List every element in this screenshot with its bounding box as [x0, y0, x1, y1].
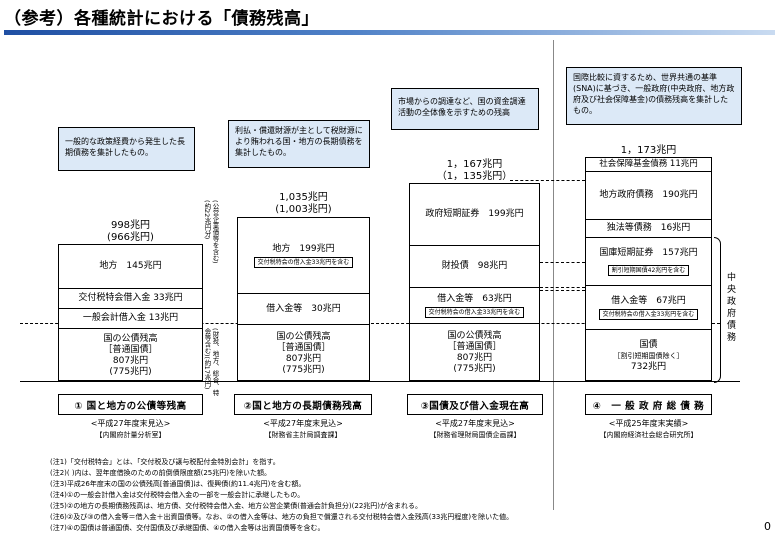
col1-kokusai: 国の公債残高 ［普通国債］ 807兆円 (775兆円) — [59, 329, 202, 382]
col3-zaitou: 財投債 98兆円 — [410, 246, 539, 288]
col3-seifu: 政府短期証券 199兆円 — [410, 184, 539, 246]
caption-col1: ① 国と地方の公債等残高 — [58, 394, 203, 415]
note-col1: 一般的な政策経費から発生した長期債務を集計したもの。 — [58, 127, 195, 171]
col3-total-sub: （1，135兆円） — [436, 171, 513, 182]
col3-stack: 政府短期証券 199兆円 財投債 98兆円 借入金等 63兆円 交付税特会の借入… — [409, 183, 540, 381]
footnote-7: (注7)④の国債は普通国債、交付国債及び承継国債、④の借入金等は出資国債等を含む… — [50, 524, 325, 532]
caption-col2: ②国と地方の長期債務残高 — [234, 394, 372, 415]
col2-kokusai-type: ［普通国債］ — [276, 342, 331, 353]
col2-local: 地方 199兆円 交付税特会の借入金33兆円を含む — [238, 218, 369, 294]
col3-total-value: 1，167兆円 — [446, 159, 503, 170]
source-col1: 【内閣府計量分析室】 — [95, 431, 166, 439]
col3-kokusai-sub: (775兆円) — [453, 364, 496, 374]
page-title: （参考）各種統計における「債務残高」 — [4, 9, 319, 29]
col3-kokusai-label: 国の公債残高 — [447, 331, 502, 341]
footnote-6: (注6)②及び③の借入金等＝借入金＋出資国債等。なお、②の借入金等は、地方の負担… — [50, 513, 514, 521]
source-col3: 【財務省理財局国債企画課】 — [429, 431, 521, 439]
col4-stack: 社会保障基金債務 11兆円 地方政府債務 190兆円 独法等債務 16兆円 国庫… — [585, 157, 712, 381]
caption-col4: ④ 一 般 政 府 総 債 務 — [585, 394, 712, 415]
note-col3: 市場からの調達など、国の資金調達活動の全体像を示すための残高 — [391, 88, 539, 130]
col4-chihou: 地方政府債務 190兆円 — [586, 172, 711, 220]
col4-kokusai: 国債 ［割引短期国債除く］ 732兆円 — [586, 330, 711, 382]
col4-kokusai-value: 732兆円 — [630, 361, 667, 372]
col1-stack: 地方 145兆円 交付税特会借入金 33兆円 一般会計借入金 13兆円 国の公債… — [58, 244, 203, 381]
col2-kokusai-value: 807兆円 — [285, 353, 322, 364]
col1-total-value: 998兆円 — [110, 220, 151, 231]
col3-kariire-sub: 交付税特会の借入金33兆円を含む — [424, 306, 525, 318]
col2-total-sub: (1,003兆円) — [275, 204, 332, 215]
col4-kariire-sub: 交付税特会の借入金33兆円を含む — [598, 308, 699, 320]
vnote-local-bonds: (公営企業債等を含む)(約22兆円分) — [203, 200, 219, 264]
col4-kokko-value: 国庫短期証券 157兆円 — [599, 247, 698, 258]
col4-total: 1，173兆円 — [620, 145, 677, 156]
col4-kariire: 借入金等 67兆円 交付税特会の借入金33兆円を含む — [586, 286, 711, 330]
footnote-2: (注2)( )内は、翌年度借換のための前倒債限度額(25兆円)を除いた額。 — [50, 469, 271, 477]
col4-kokko: 国庫短期証券 157兆円 割引短期国債42兆円を含む — [586, 238, 711, 286]
col2-local-value: 地方 199兆円 — [272, 243, 335, 254]
dashed-line-base — [20, 323, 720, 324]
vnote-fiscal-loans: (財投、地方、総合、特会等含む)(約17兆円) — [203, 328, 219, 396]
col2-local-sub: 交付税特会の借入金33兆円を含む — [253, 256, 354, 268]
col3-total: 1，167兆円 （1，135兆円） — [409, 159, 540, 183]
central-govt-label: 中央政府債務 — [725, 272, 735, 344]
col3-kokusai-value: 807兆円 — [456, 353, 493, 363]
column-divider — [553, 40, 554, 510]
col4-kokko-sub: 割引短期国債42兆円を含む — [607, 264, 690, 276]
col1-kokusai-type: ［普通国債］ — [103, 344, 158, 355]
col4-dokuho: 独法等債務 16兆円 — [586, 220, 711, 238]
dashed-line-kariire — [540, 290, 585, 291]
col1-ippan: 一般会計借入金 13兆円 — [59, 309, 202, 329]
col1-total-sub: (966兆円) — [107, 232, 154, 243]
central-govt-bracket — [714, 237, 721, 383]
source-col4: 【内閣府経済社会総合研究所】 — [599, 431, 698, 439]
col1-local: 地方 145兆円 — [59, 245, 202, 289]
col4-shakai: 社会保障基金債務 11兆円 — [586, 158, 711, 172]
col3-kokusai: 国の公債残高 ［普通国債］ 807兆円 (775兆円) — [410, 324, 539, 382]
dashed-line-mid — [540, 262, 585, 263]
col1-kokusai-value: 807兆円 — [112, 355, 149, 366]
col2-kokusai: 国の公債残高 ［普通国債］ 807兆円 (775兆円) — [238, 325, 369, 382]
dashed-line-top — [510, 180, 585, 181]
col3-kokusai-type: ［普通国債］ — [447, 342, 502, 352]
col2-total: 1,035兆円 (1,003兆円) — [237, 192, 370, 216]
col4-kariire-value: 借入金等 67兆円 — [611, 295, 686, 306]
col2-stack: 地方 199兆円 交付税特会の借入金33兆円を含む 借入金等 30兆円 国の公債… — [237, 217, 370, 381]
note-col2: 利払・償還財源が主として税財源により賄われる国・地方の長期債務を集計したもの。 — [228, 120, 370, 168]
source-col2: 【財務省主計局調査課】 — [264, 431, 342, 439]
col1-total: 998兆円 (966兆円) — [58, 220, 203, 244]
footnote-4: (注4)①の一般会計借入金は交付税特会借入金の一部を一般会計に承継したもの。 — [50, 491, 305, 499]
col4-kokusai-type: ［割引短期国債除く］ — [613, 351, 684, 360]
period-col3: <平成27年度末見込> — [435, 419, 515, 428]
col2-total-value: 1,035兆円 — [279, 192, 328, 203]
note-col4: 国際比較に資するため、世界共通の基準(SNA)に基づき、一般政府(中央政府、地方… — [566, 67, 742, 125]
col3-kariire-value: 借入金等 63兆円 — [437, 293, 512, 304]
baseline — [20, 381, 740, 382]
period-col4: <平成25年度末実績> — [608, 419, 689, 428]
caption-col3: ③国債及び借入金現在高 — [407, 394, 543, 415]
col1-kokusai-label: 国の公債残高 — [103, 333, 158, 344]
col2-kariire: 借入金等 30兆円 — [238, 294, 369, 325]
col2-kokusai-sub: (775兆円) — [282, 364, 325, 375]
col1-kokusai-sub: (775兆円) — [109, 366, 152, 377]
col2-kokusai-label: 国の公債残高 — [276, 331, 331, 342]
dashed-line-mid2 — [540, 287, 585, 288]
footnote-3: (注3)平成26年度末の国の公債残高[普通国債]は、復興債(約11.4兆円)を含… — [50, 480, 306, 488]
page-number: 0 — [764, 520, 771, 533]
period-col1: <平成27年度末見込> — [90, 419, 171, 428]
col4-kokusai-label: 国債 — [639, 339, 658, 350]
col1-kofu: 交付税特会借入金 33兆円 — [59, 289, 202, 309]
period-col2: <平成27年度末見込> — [263, 419, 343, 428]
col3-kariire: 借入金等 63兆円 交付税特会の借入金33兆円を含む — [410, 288, 539, 324]
footnote-5: (注5)②の地方の長期債務残高は、地方債、交付税特会借入金、地方公営企業債(普通… — [50, 502, 423, 510]
footnote-1: (注1)「交付税特会」とは、「交付税及び譲与税配付金特別会計」を指す。 — [50, 458, 280, 466]
title-underline — [4, 30, 775, 35]
